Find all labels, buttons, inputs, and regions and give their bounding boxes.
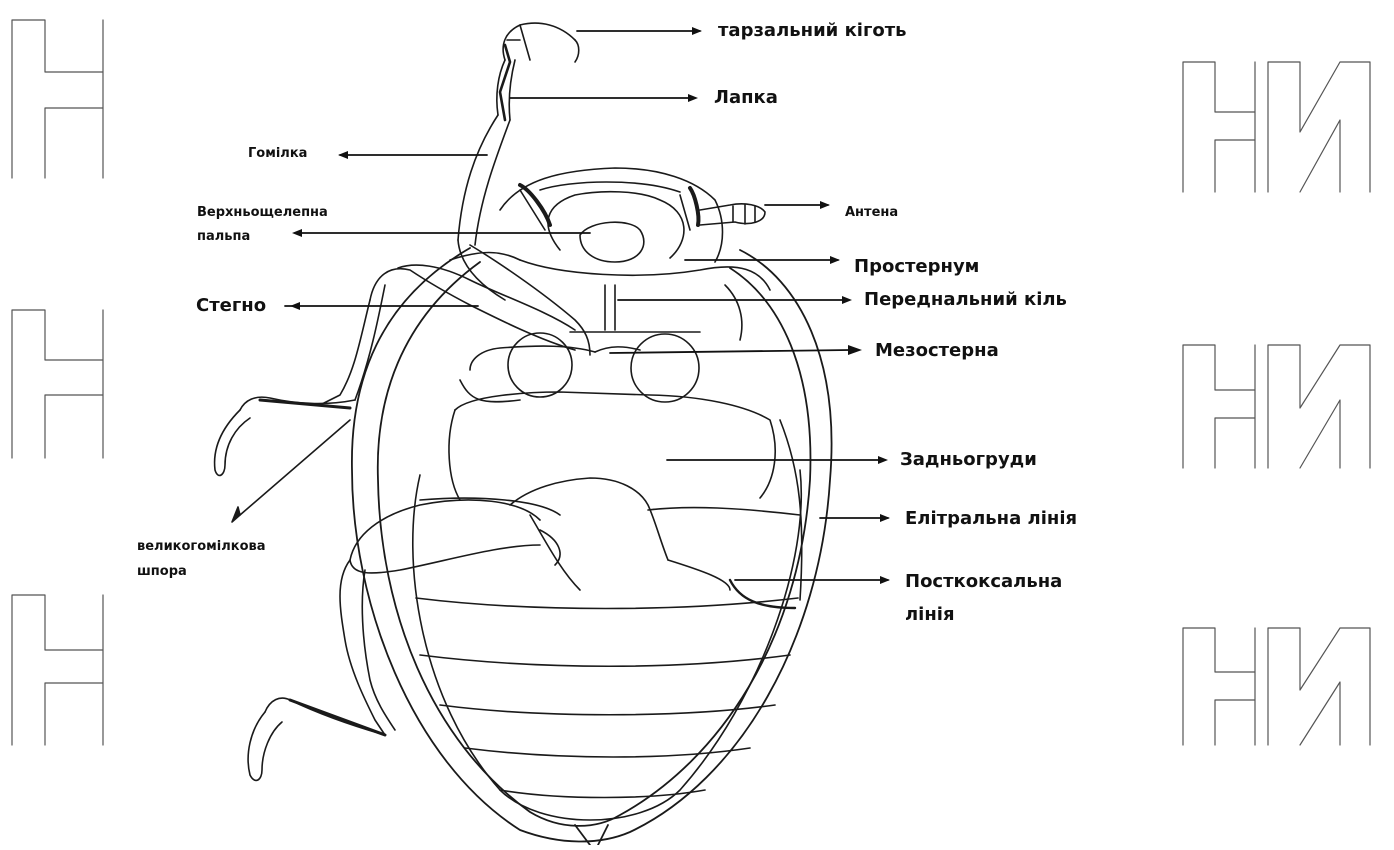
watermark-right (1183, 62, 1370, 745)
metathorax (420, 392, 802, 600)
label-mesosterna: Мезостерна (875, 339, 999, 363)
label-maxillary-palp-1: Верхньощелепна (197, 204, 328, 222)
label-tibial-spur-2: шпора (137, 563, 187, 581)
label-tarsal-claw: тарзальний кіготь (718, 19, 907, 43)
label-elytral-line: Елітральна лінія (905, 507, 1077, 531)
abdomen (413, 470, 801, 820)
label-postcoxal-line-2: лінія (905, 603, 955, 627)
hind-leg (248, 500, 560, 780)
label-maxillary-palp-2: пальпа (197, 228, 250, 246)
label-prosternum: Простернум (854, 255, 979, 279)
mesothorax (460, 332, 700, 402)
label-tibial-spur-1: великогомілкова (137, 538, 266, 556)
label-postcoxal-line-1: Посткоксальна (905, 570, 1062, 594)
label-metasternum: Задньогруди (900, 448, 1037, 472)
label-tibia: Гомілка (248, 145, 307, 163)
label-tarsus: Лапка (714, 86, 778, 110)
head-prothorax (450, 168, 770, 340)
elytra (352, 248, 832, 845)
watermark-left (12, 20, 103, 745)
label-prosternal-keel: Передналь­ний кіль (864, 288, 1067, 312)
label-antenna: Антена (845, 204, 898, 222)
label-femur: Стегно (196, 294, 266, 318)
